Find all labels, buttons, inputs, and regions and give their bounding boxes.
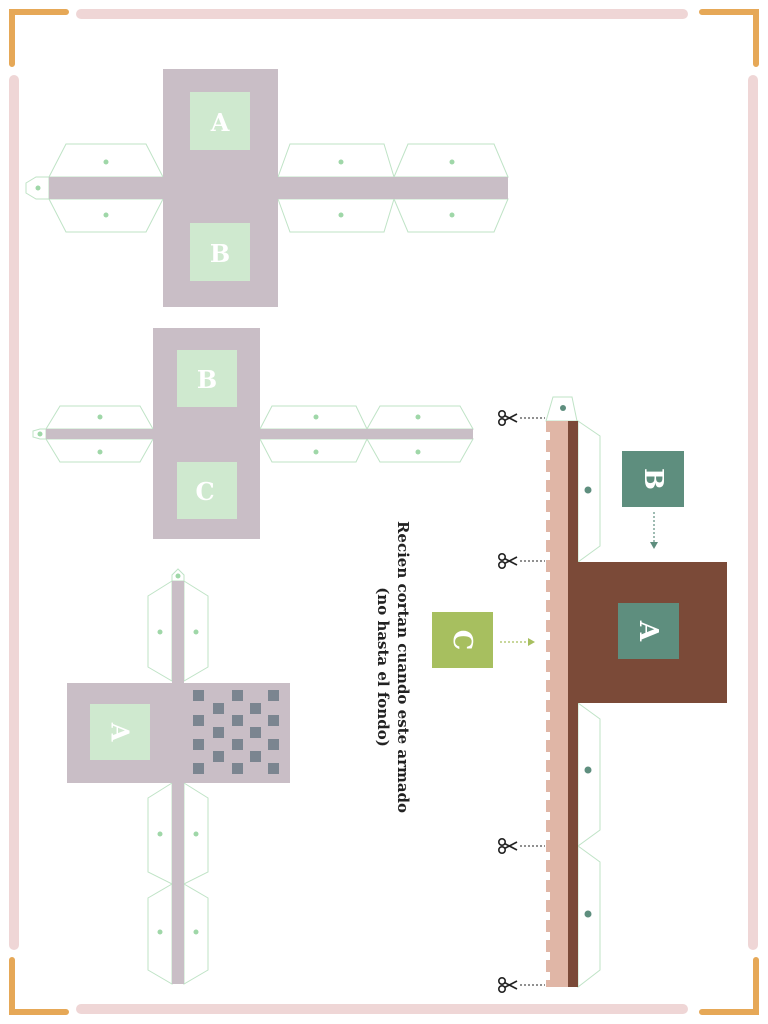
scissors-icon <box>497 976 545 994</box>
scissors-icon <box>497 409 545 427</box>
scissors-icon <box>497 837 545 855</box>
roof-strip-template <box>545 396 727 989</box>
label-a-piece3: A <box>106 722 135 742</box>
arrow-icon <box>500 638 535 646</box>
piece-ab-template <box>25 69 509 307</box>
instruction-line-1: Recien cortan cuando este armado <box>394 521 412 813</box>
cut-instruction: Recien cortan cuando este armado (no has… <box>374 521 412 813</box>
piece-a-windows-template <box>67 568 290 985</box>
arrow-icon <box>650 512 658 549</box>
instruction-line-2: (no hasta el fondo) <box>374 587 392 747</box>
label-a-roof: A <box>633 620 663 642</box>
label-b-piece1: B <box>210 239 230 268</box>
window-grid <box>193 690 279 774</box>
page-frame <box>9 9 759 1015</box>
label-c-card: C <box>447 630 477 651</box>
label-c-piece2: C <box>195 477 214 506</box>
card-c <box>432 612 493 668</box>
label-a-piece1: A <box>210 108 230 137</box>
scissors-icon <box>497 552 545 570</box>
label-b-card: B <box>638 468 668 490</box>
card-b <box>622 451 684 507</box>
piece-bc-template <box>32 328 474 539</box>
label-b-piece2: B <box>197 365 217 394</box>
